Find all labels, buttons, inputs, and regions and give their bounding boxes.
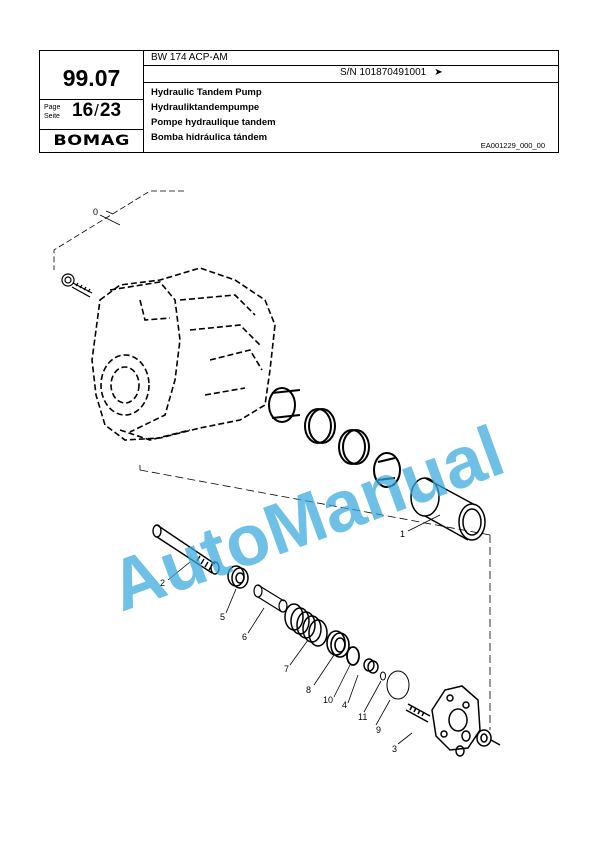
assembly-bracket <box>53 190 184 270</box>
o-ring-part-9 <box>386 670 410 700</box>
sleeve-part-1 <box>410 477 486 541</box>
cover-plate-part-3 <box>405 685 501 757</box>
section-number: 99.07 <box>62 65 121 91</box>
bushing-rings <box>268 387 401 488</box>
callout-4: 4 <box>342 700 347 710</box>
spacer-part-6 <box>253 584 288 613</box>
header-divider <box>143 51 144 152</box>
page-separator: / <box>94 101 99 120</box>
shaft-part-2 <box>152 524 220 575</box>
header-divider <box>143 65 558 66</box>
header-divider <box>40 99 143 100</box>
callout-5: 5 <box>220 612 225 622</box>
watermark: AutoManual <box>100 411 514 627</box>
brand-logo: BOMAG <box>40 130 143 152</box>
ring-part-8 <box>326 630 350 658</box>
callout-6: 6 <box>242 632 247 642</box>
circlip-part-10 <box>346 646 360 666</box>
header-divider <box>143 82 558 83</box>
callout-8: 8 <box>306 685 311 695</box>
arrow-icon: ➤ <box>434 67 443 78</box>
part-titles: Hydraulic Tandem Pump Hydrauliktandempum… <box>151 85 276 145</box>
callout-11: 11 <box>358 712 367 722</box>
machine-model: BW 174 ACP-AM <box>151 52 228 63</box>
header-block: BW 174 ACP-AM S/N 101870491001 ➤ 99.07 Pa… <box>39 50 559 153</box>
alignment-lines <box>139 465 491 730</box>
title-fr: Pompe hydraulique tandem <box>151 117 276 128</box>
document-reference: EA001229_000_00 <box>480 141 545 150</box>
title-es: Bomba hidráulica tándem <box>151 132 268 143</box>
spring-part-7 <box>284 603 328 647</box>
page-number: 16/23 <box>72 100 121 122</box>
callout-7: 7 <box>284 664 289 674</box>
callout-2: 2 <box>160 578 165 588</box>
exploded-view-drawing: 0 1 2 3 4 5 6 7 8 9 10 11 AutoManual <box>53 190 514 757</box>
page-label: Page Seite <box>44 104 60 121</box>
title-de: Hydrauliktandempumpe <box>151 102 260 113</box>
pump-housing-outline <box>91 267 276 441</box>
serial-number: S/N 101870491001 ➤ <box>340 67 443 78</box>
header-divider <box>40 129 143 130</box>
page-label-de: Seite <box>44 112 60 120</box>
callout-9: 9 <box>376 725 381 735</box>
leader-lines <box>105 210 441 745</box>
page-total: 23 <box>99 100 122 121</box>
page-label-en: Page <box>44 104 61 111</box>
serial-text: S/N 101870491001 <box>340 67 427 78</box>
brand-logo-text: BOMAG <box>53 133 130 149</box>
callout-labels: 0 1 2 3 4 5 6 7 8 9 10 11 <box>93 207 405 754</box>
small-ring-part-4 <box>363 658 379 674</box>
bearing-part-5 <box>227 565 249 589</box>
pin-part-11 <box>380 671 386 681</box>
callout-3: 3 <box>392 744 397 754</box>
title-en: Hydraulic Tandem Pump <box>151 87 262 98</box>
callout-10: 10 <box>323 695 333 705</box>
bolt-top-left <box>61 273 93 298</box>
page-current: 16 <box>72 100 94 121</box>
callout-1: 1 <box>400 529 405 539</box>
callout-0: 0 <box>93 207 98 217</box>
